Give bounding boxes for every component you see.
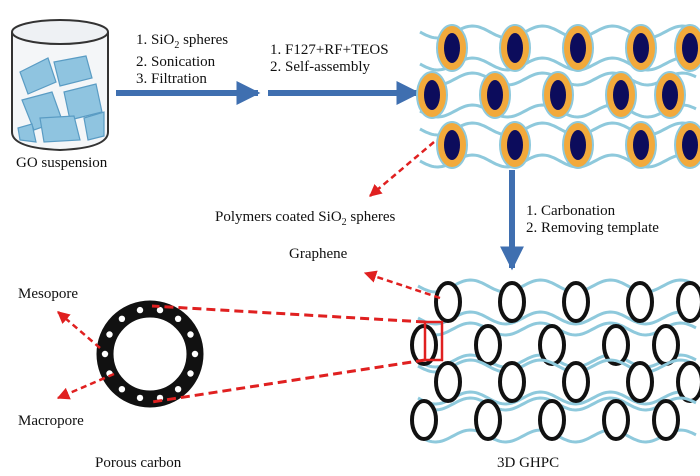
mesopore-dot (174, 386, 182, 393)
macropore-hole (434, 361, 462, 403)
silica-core (507, 130, 523, 160)
graphene-sheet (417, 390, 697, 406)
arrow2-step-1: 1. F127+RF+TEOS (270, 42, 389, 58)
mesopore-dot (174, 315, 182, 322)
mesopore-dot (118, 315, 126, 322)
silica-core (424, 80, 440, 110)
macropore-hole (676, 361, 700, 403)
label-porous-carbon: Porous carbon (95, 455, 182, 471)
silica-core (633, 130, 649, 160)
pointer-arrow-mesopore (57, 311, 101, 349)
arrow1-steps: 1. SiO2 spheres 2. Sonication 3. Filtrat… (136, 32, 228, 88)
mesopore-dot (106, 331, 113, 338)
silica-core (682, 130, 698, 160)
pointer-arrow-polymers (369, 141, 435, 197)
highlight-box (423, 320, 444, 362)
macropore-hole (434, 281, 462, 323)
mesopore-dot (156, 306, 164, 314)
label-macropore: Macropore (18, 413, 84, 429)
silica-core (570, 33, 586, 63)
label-mesopore: Mesopore (18, 286, 78, 302)
beaker-go-suspension (11, 19, 109, 152)
arrow2-steps: 1. F127+RF+TEOS 2. Self-assembly (270, 42, 389, 76)
graphene-sheet (417, 278, 697, 294)
zoom-line-bottom (151, 358, 426, 404)
macropore-hole (602, 399, 630, 441)
macropore-hole (474, 324, 502, 366)
pointer-arrow-macropore (56, 372, 115, 400)
ghpc-network (410, 278, 700, 444)
mesopore-dot (101, 350, 109, 358)
arrow3-step-1: 1. Carbonation (526, 203, 616, 219)
macropore-hole (498, 361, 526, 403)
polymer-coated-sphere-network (416, 24, 700, 169)
silica-core (444, 33, 460, 63)
silica-core (682, 33, 698, 63)
macropore-hole (498, 281, 526, 323)
macropore-hole (602, 324, 630, 366)
mesopore-dot (187, 331, 194, 338)
porous-carbon-sphere (96, 300, 204, 408)
pointer-arrow-graphene (363, 270, 441, 300)
silica-core (444, 130, 460, 160)
macropore-hole (652, 324, 680, 366)
macropore-hole (626, 281, 654, 323)
macropore-hole (538, 324, 566, 366)
macropore-hole (652, 399, 680, 441)
label-polymers-coated: Polymers coated SiO2 spheres (215, 209, 396, 228)
label-3d-ghpc: 3D GHPC (497, 455, 560, 471)
macropore-hole (562, 281, 590, 323)
graphene-oxide-flakes (17, 55, 105, 143)
macropore-hole (626, 361, 654, 403)
silica-core (507, 33, 523, 63)
silica-core (633, 33, 649, 63)
mesopore-dot (187, 370, 194, 377)
silica-core (613, 80, 629, 110)
arrow1-step-3: 3. Filtration (136, 71, 207, 87)
silica-core (662, 80, 678, 110)
graphene-sheet (417, 310, 697, 326)
arrow1-step-1: 1. SiO2 spheres (136, 32, 229, 51)
mesopore-dot (136, 394, 144, 402)
mesopore-dot (136, 306, 144, 314)
arrow3-steps: 1. Carbonation 2. Removing template (526, 203, 659, 237)
macropore-hole (562, 361, 590, 403)
arrow3-step-2: 2. Removing template (526, 220, 659, 236)
silica-core (487, 80, 503, 110)
silica-core (570, 130, 586, 160)
macropore-hole (474, 399, 502, 441)
macropore-hole (676, 281, 700, 323)
label-graphene: Graphene (289, 246, 348, 262)
macropore-hole (538, 399, 566, 441)
label-go-suspension: GO suspension (16, 155, 108, 171)
zoom-line-top (151, 304, 426, 324)
macropore-hole (410, 399, 438, 441)
mesopore-dot (191, 350, 199, 358)
arrow2-step-2: 2. Self-assembly (270, 59, 370, 75)
arrow1-step-2: 2. Sonication (136, 54, 216, 70)
mesopore-dot (118, 386, 126, 393)
silica-core (550, 80, 566, 110)
